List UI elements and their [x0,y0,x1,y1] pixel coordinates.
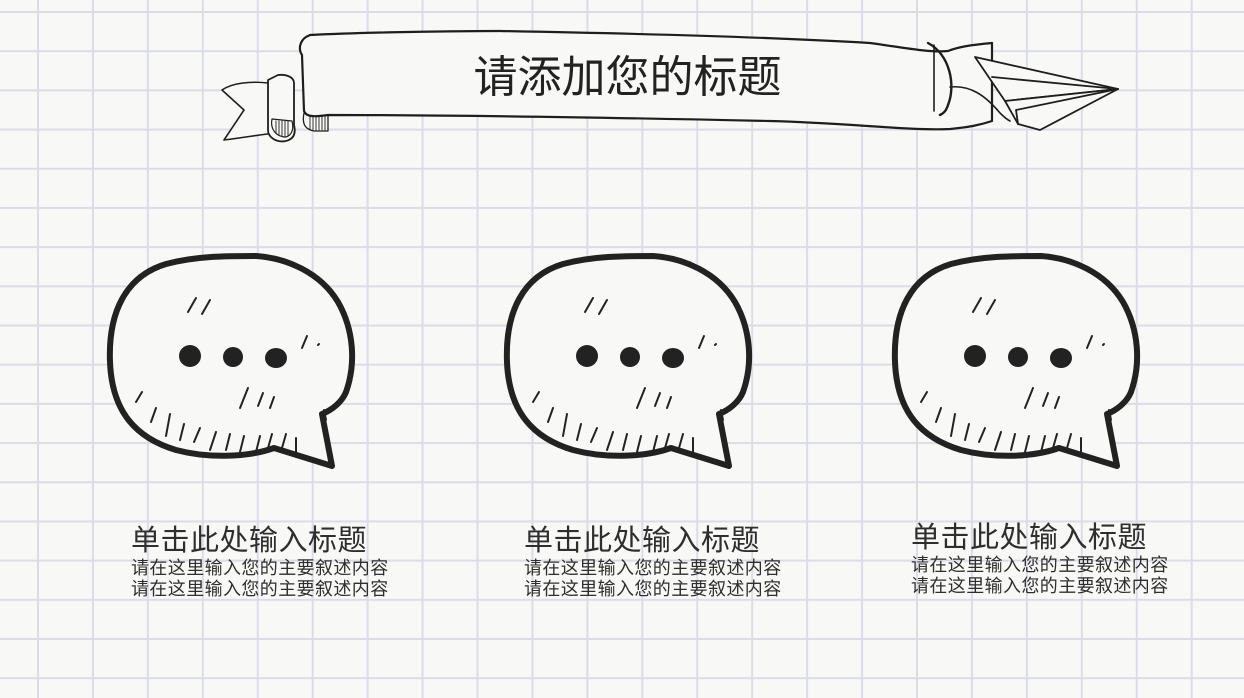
content-block-2: 单击此处输入标题 请在这里输入您的主要叙述内容 请在这里输入您的主要叙述内容 [524,522,794,600]
item-body-line[interactable]: 请在这里输入您的主要叙述内容 [911,576,1169,597]
content-block-1: 单击此处输入标题 请在这里输入您的主要叙述内容 请在这里输入您的主要叙述内容 [131,522,401,600]
item-body-line[interactable]: 请在这里输入您的主要叙述内容 [131,579,389,600]
speech-bubble-icon [503,253,753,469]
item-heading[interactable]: 单击此处输入标题 [524,523,761,557]
speech-bubble-icon [106,253,356,469]
slide-title[interactable]: 请添加您的标题 [473,52,782,103]
ribbon-banner-icon [221,29,1119,143]
item-body-line[interactable]: 请在这里输入您的主要叙述内容 [524,579,782,600]
item-body-line[interactable]: 请在这里输入您的主要叙述内容 [911,555,1169,576]
item-heading[interactable]: 单击此处输入标题 [131,523,368,557]
item-body-line[interactable]: 请在这里输入您的主要叙述内容 [524,558,782,579]
item-body-line[interactable]: 请在这里输入您的主要叙述内容 [131,558,389,579]
item-heading[interactable]: 单击此处输入标题 [911,520,1148,554]
speech-bubble-icon [891,253,1141,469]
content-block-3: 单击此处输入标题 请在这里输入您的主要叙述内容 请在这里输入您的主要叙述内容 [911,519,1181,597]
